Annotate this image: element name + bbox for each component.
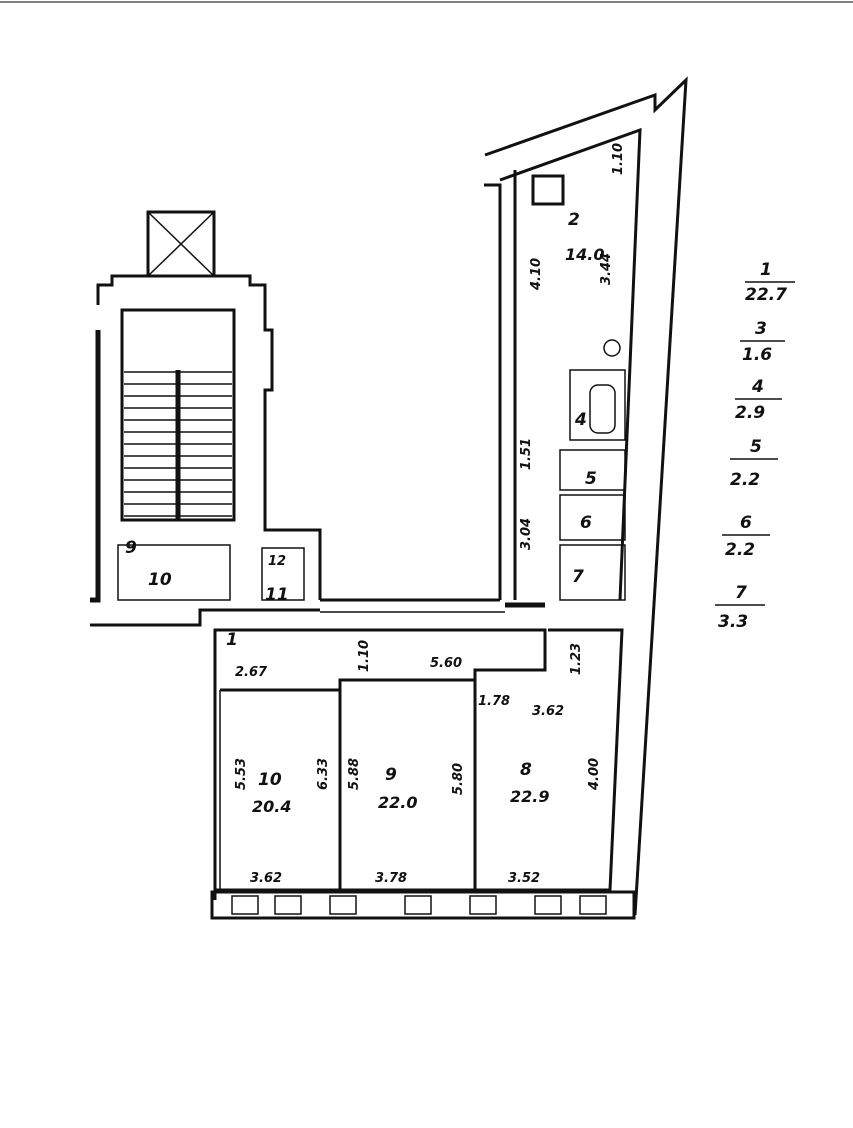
stair-9-number: 9 xyxy=(125,538,137,558)
dim-label: 3.62 xyxy=(532,704,564,719)
dim-label: 1.51 xyxy=(519,438,534,470)
elevator-cross-2 xyxy=(147,211,215,277)
legend: 1 22.7 3 1.6 4 2.9 5 2.2 6 2.2 7 3.3 xyxy=(715,260,795,632)
legend-area: 2.2 xyxy=(730,470,760,490)
stair-head-wall xyxy=(96,274,267,305)
legend-item: 4 2.9 xyxy=(735,377,782,423)
room-5-number: 5 xyxy=(585,469,597,489)
room-4-number: 4 xyxy=(574,410,587,430)
room-9-number: 9 xyxy=(385,765,397,785)
room-7-number: 7 xyxy=(572,567,584,587)
legend-item: 3 1.6 xyxy=(740,319,785,365)
window-frame xyxy=(329,895,357,915)
corridor-left-wall xyxy=(484,183,502,600)
legend-number: 6 xyxy=(740,513,752,533)
dim-label: 1.10 xyxy=(357,640,372,672)
right-outer-wall xyxy=(484,76,688,916)
room-1-number: 1 xyxy=(226,630,238,650)
room-7-box xyxy=(559,544,626,601)
small-room-11 xyxy=(261,547,305,601)
dim-label: 1.10 xyxy=(611,143,626,175)
window-wall xyxy=(210,890,636,920)
room-8-area: 22.9 xyxy=(510,787,549,806)
right-wing xyxy=(484,76,688,916)
window-frame xyxy=(404,895,432,915)
dim-label: 3.44 xyxy=(599,253,614,285)
staircase-block xyxy=(90,210,322,627)
window-frame xyxy=(579,895,607,915)
dim-label: 3.04 xyxy=(519,518,534,550)
window-frame xyxy=(469,895,497,915)
stair-right-wall xyxy=(263,300,322,600)
legend-area: 22.7 xyxy=(745,285,787,305)
dim-label: 1.78 xyxy=(478,694,510,709)
legend-number: 3 xyxy=(755,319,767,339)
main-outer-wall xyxy=(215,628,624,892)
legend-area: 2.9 xyxy=(735,403,765,423)
bathtub xyxy=(589,384,616,434)
room-9-area: 22.0 xyxy=(378,793,417,812)
dim-label: 3.78 xyxy=(375,871,407,886)
room-8-number: 8 xyxy=(520,760,532,780)
dim-label: 6.33 xyxy=(316,758,331,790)
dim-label: 5.53 xyxy=(234,758,249,790)
windows xyxy=(231,895,607,915)
stair-bottom-wall xyxy=(90,608,320,627)
legend-number: 4 xyxy=(751,377,764,397)
room-6-box xyxy=(559,494,626,541)
legend-item: 7 3.3 xyxy=(715,583,765,632)
bath-room xyxy=(569,369,626,441)
room-2-area: 14.0 xyxy=(565,245,604,264)
room-5-box xyxy=(559,449,626,491)
window-frame xyxy=(534,895,562,915)
legend-area: 3.3 xyxy=(718,612,748,632)
legend-number: 1 xyxy=(760,260,772,280)
right-inner-wall xyxy=(499,127,642,601)
dim-label: 5.80 xyxy=(451,763,466,795)
window-frame xyxy=(274,895,302,915)
dim-label: 4.00 xyxy=(587,758,602,791)
legend-number: 5 xyxy=(750,437,762,457)
legend-number: 7 xyxy=(735,583,747,603)
main-rooms xyxy=(210,628,636,920)
legend-item: 1 22.7 xyxy=(745,260,795,305)
legend-area: 2.2 xyxy=(725,540,755,560)
room-2-number: 2 xyxy=(568,210,580,230)
dim-label: 5.60 xyxy=(430,656,462,671)
landing xyxy=(117,544,231,601)
dim-label: 2.67 xyxy=(235,665,268,680)
dim-label: 4.10 xyxy=(529,258,544,291)
stair-12-number: 12 xyxy=(268,554,286,569)
legend-item: 5 2.2 xyxy=(730,437,778,490)
dim-label: 3.62 xyxy=(250,871,282,886)
room-10-area: 20.4 xyxy=(252,797,291,816)
window-frame xyxy=(231,895,259,915)
legend-area: 1.6 xyxy=(742,345,772,365)
stove xyxy=(531,174,565,206)
toilet xyxy=(603,339,621,357)
dim-label: 5.88 xyxy=(347,758,362,790)
room-10-number: 10 xyxy=(258,770,282,790)
stair-11-number: 11 xyxy=(265,585,289,605)
legend-item: 6 2.2 xyxy=(722,513,770,560)
dim-label: 1.23 xyxy=(569,643,584,675)
room-6-number: 6 xyxy=(580,513,592,533)
stair-left-wall xyxy=(90,330,101,603)
stair-10-number: 10 xyxy=(148,570,172,590)
dim-label: 3.52 xyxy=(508,871,540,886)
